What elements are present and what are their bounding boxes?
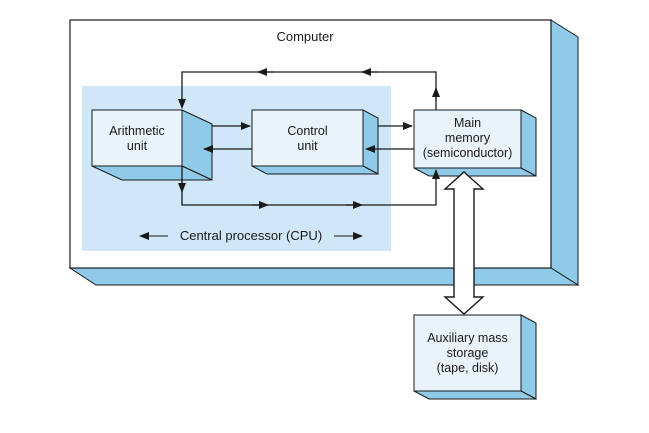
auxiliary-storage-box xyxy=(413,314,537,400)
control-line1: Control xyxy=(287,124,328,138)
memory-storage-double-arrow xyxy=(443,171,485,315)
memory-line1: Main xyxy=(453,116,482,130)
storage-line2: storage xyxy=(446,346,489,360)
memory-line2: memory xyxy=(444,131,491,145)
main-memory-box xyxy=(413,109,537,177)
computer-title: Computer xyxy=(276,29,334,44)
cpu-label: Central processor (CPU) xyxy=(179,228,323,243)
control-line2: unit xyxy=(297,139,318,153)
storage-line1: Auxiliary mass xyxy=(427,331,508,345)
arithmetic-line2: unit xyxy=(126,139,148,153)
arithmetic-line1: Arithmetic xyxy=(109,124,165,138)
control-unit-label: Control unit xyxy=(252,124,363,154)
memory-line3: (semiconductor) xyxy=(422,146,513,160)
main-memory-label: Main memory (semiconductor) xyxy=(414,116,521,161)
arithmetic-unit-label: Arithmetic unit xyxy=(92,124,182,154)
storage-line3: (tape, disk) xyxy=(436,361,499,375)
data-flow-arrows xyxy=(178,68,440,209)
auxiliary-storage-label: Auxiliary mass storage (tape, disk) xyxy=(414,331,521,376)
control-unit-box xyxy=(251,109,379,175)
